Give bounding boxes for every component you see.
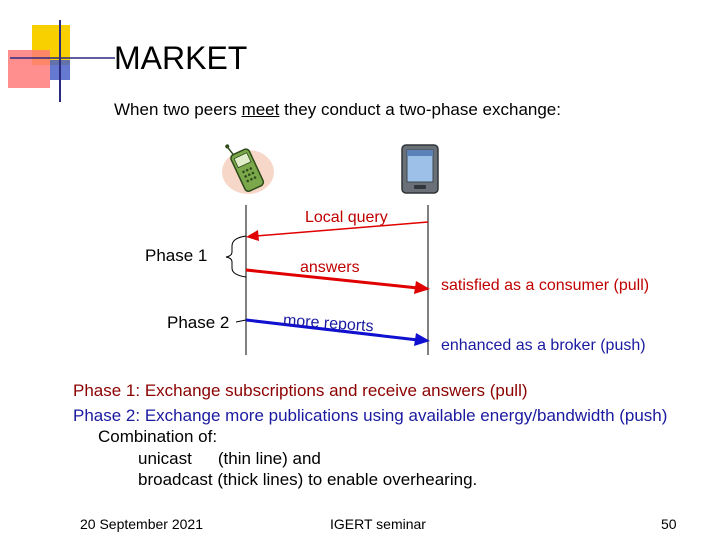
slide-title: MARKET [114,40,248,76]
deco-red-square [8,50,50,88]
cellphone-icon [222,144,274,194]
subtitle-after: they conduct a two-phase exchange: [279,100,561,119]
subtitle-before: When two peers [114,100,242,119]
answers-label: answers [300,259,360,276]
local-query-label: Local query [305,209,388,226]
corner-decoration [8,20,115,102]
subtitle-underlined: meet [241,100,280,119]
footer-date: 20 September 2021 [80,516,203,532]
unicast-desc: (thin line) and [217,449,321,468]
satisfied-label: satisfied as a consumer (pull) [441,277,650,294]
footer-center: IGERT seminar [330,516,426,532]
slide-subtitle: When two peers meet they conduct a two-p… [114,100,561,120]
local-query-arrow [246,221,429,241]
phase1-label: Phase 1 [145,246,208,265]
more-reports-arrow [245,318,430,346]
unicast-term: unicast [138,449,192,468]
footer-page-number: 50 [661,516,677,532]
body-broadcast-line: broadcast (thick lines) to enable overhe… [138,470,478,489]
body-unicast-line: unicast (thin line) and [138,449,321,469]
phase1-bracket [225,235,247,278]
body-combination-line: Combination of: [98,427,218,446]
body-phase2-line: Phase 2: Exchange more publications usin… [73,406,668,425]
enhanced-label: enhanced as a broker (push) [441,337,646,354]
body-phase1-line: Phase 1: Exchange subscriptions and rece… [73,381,528,400]
phase2-connector [235,319,247,323]
answers-arrow [245,268,430,294]
phase2-label: Phase 2 [167,313,230,332]
pda-icon [401,144,439,194]
